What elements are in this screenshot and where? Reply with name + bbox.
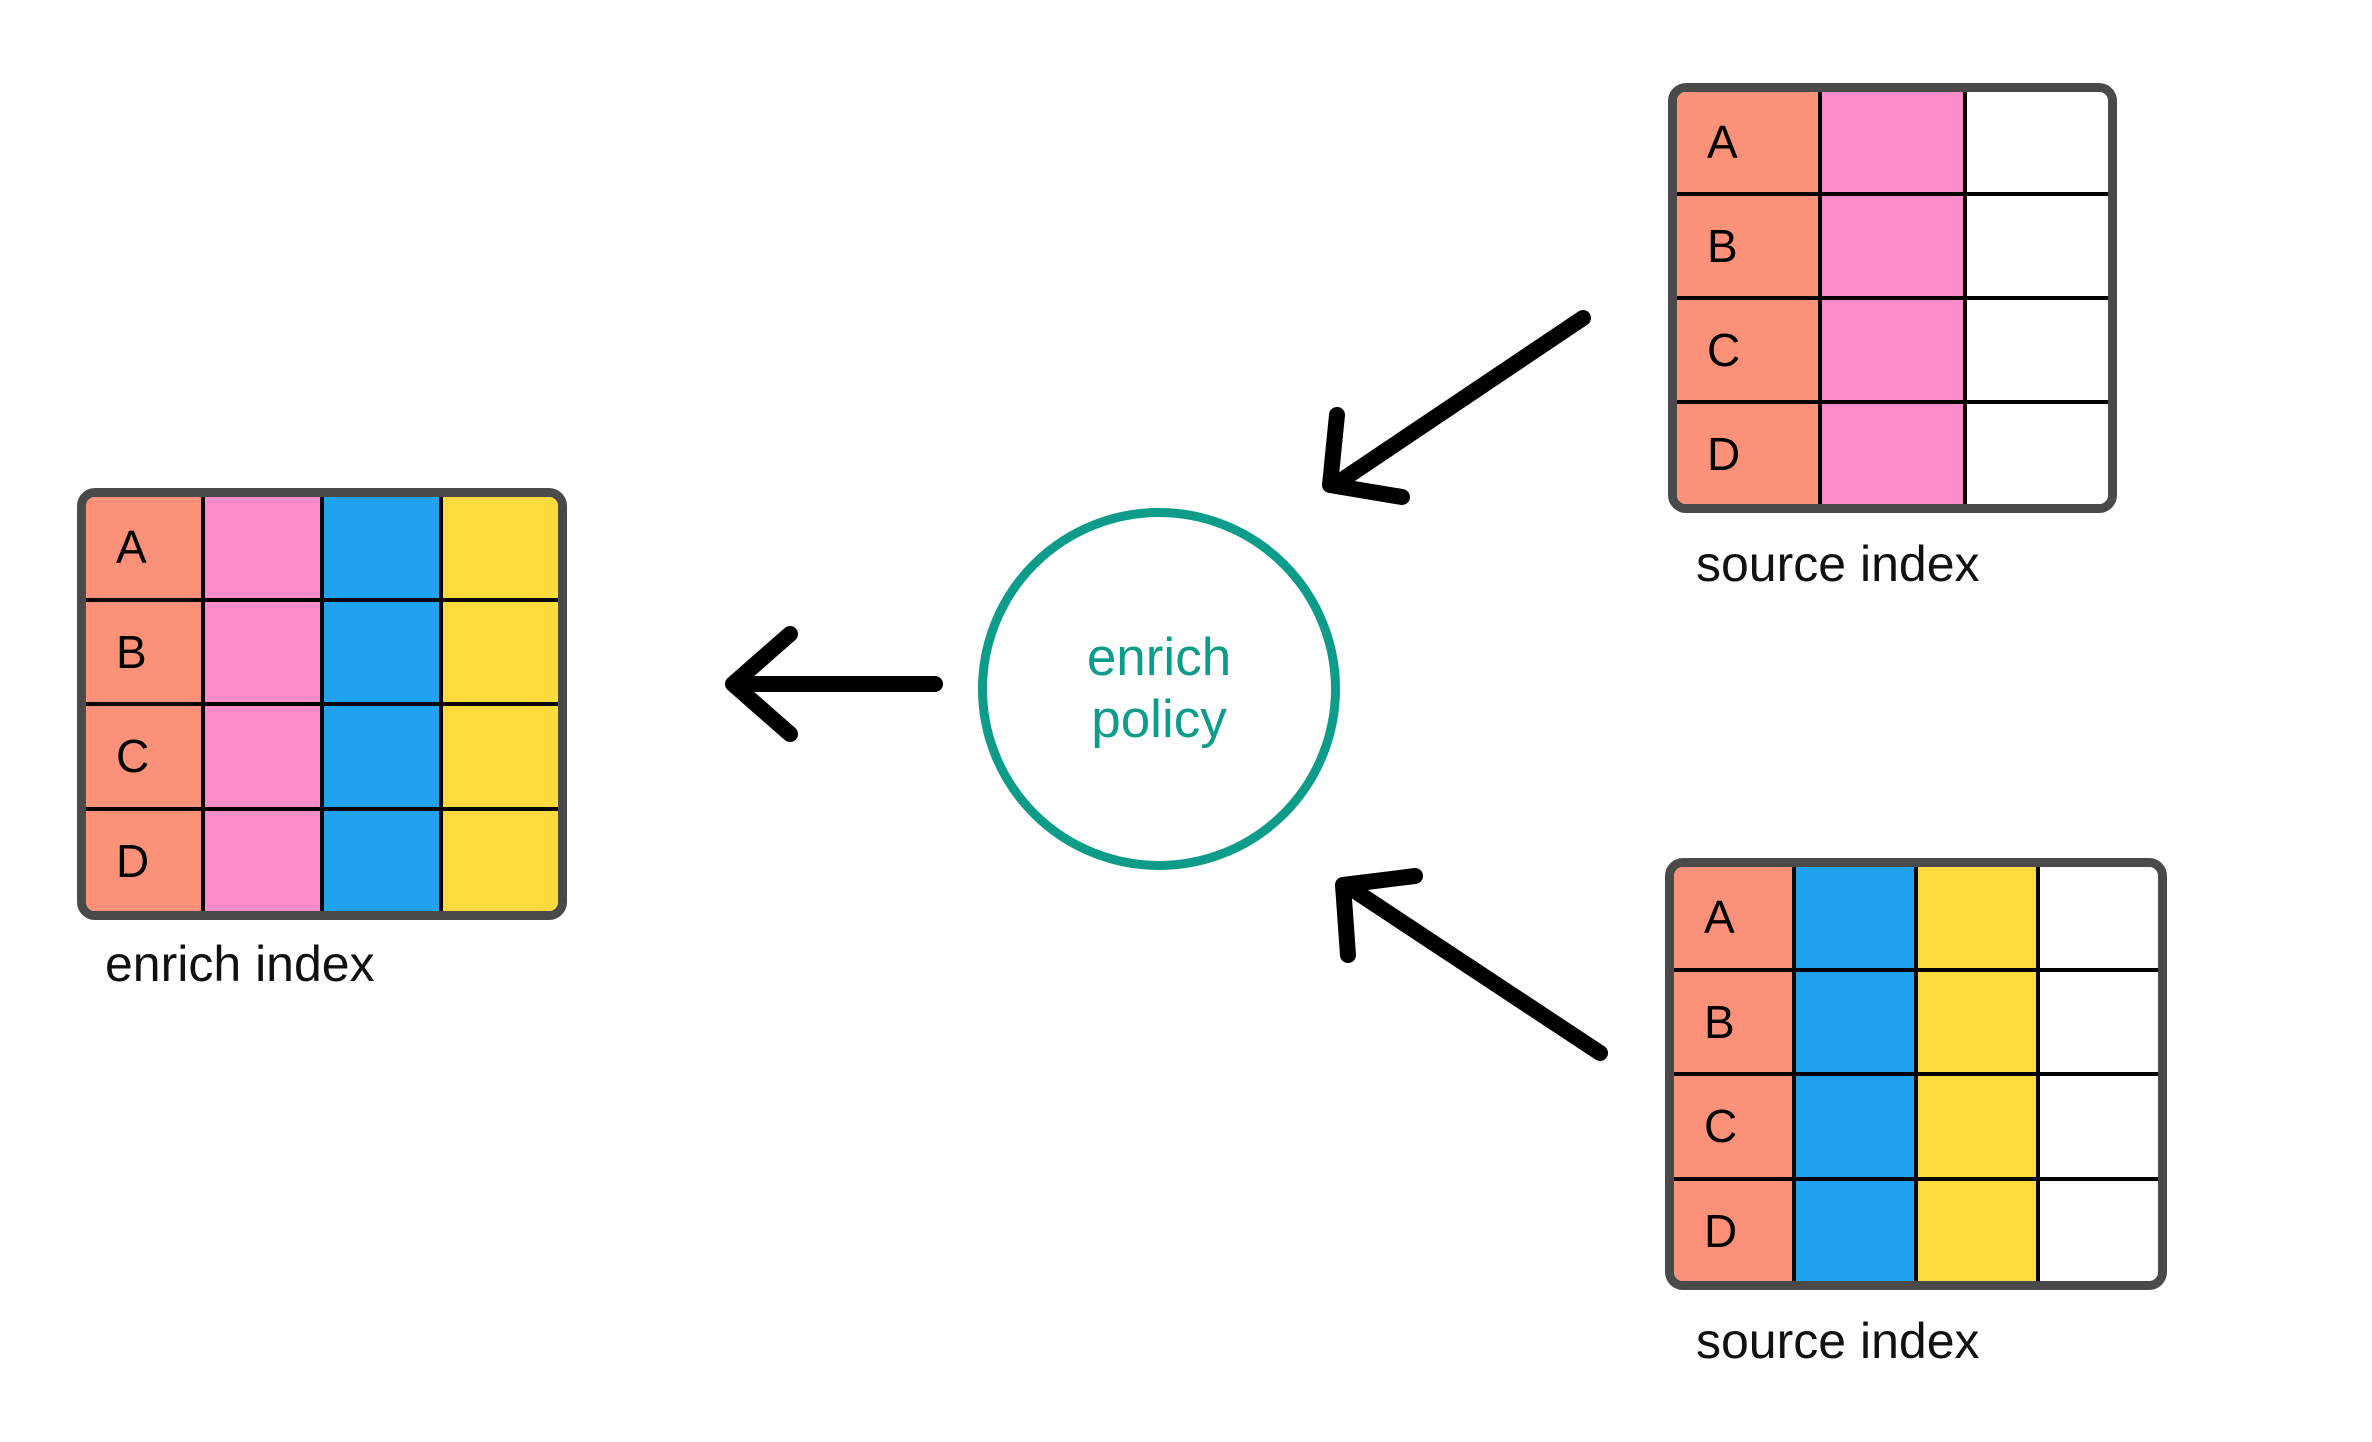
source-bottom-blue-cell (1796, 971, 1918, 1072)
table-row: A (1677, 92, 2108, 196)
table-row: D (1677, 404, 2108, 504)
source-top-key-cell: A (1677, 92, 1822, 192)
key-letter: D (1704, 1204, 1738, 1257)
enrich-blue-cell (324, 497, 443, 598)
enrich-blue-cell (324, 810, 443, 911)
source-bottom-empty-cell (2040, 1180, 2158, 1281)
key-letter: D (116, 834, 150, 887)
table-row: B (1674, 971, 2158, 1076)
source-bottom-yellow-cell (1918, 1076, 2040, 1177)
arrow-bottom-source-to-policy (1335, 868, 1608, 1061)
source-index-bottom-caption: source index (1696, 1313, 1980, 1369)
source-top-pink-cell (1822, 404, 1967, 504)
source-top-empty-cell (1967, 300, 2108, 400)
source-bottom-blue-cell (1796, 1076, 1918, 1177)
source-bottom-key-cell: B (1674, 971, 1796, 1072)
enrich-yellow-cell (443, 601, 558, 702)
source-top-empty-cell (1967, 404, 2108, 504)
source-bottom-empty-cell (2040, 971, 2158, 1072)
source-top-empty-cell (1967, 196, 2108, 296)
policy-label-line1: enrich (1086, 628, 1232, 687)
enrich-key-cell: D (86, 810, 205, 911)
enrich-key-cell: B (86, 601, 205, 702)
table-row: C (86, 706, 558, 811)
enrich-key-cell: C (86, 706, 205, 807)
key-letter: D (1707, 428, 1741, 480)
enrich-policy-node[interactable]: enrich policy (978, 508, 1340, 870)
source-index-top-caption: source index (1696, 536, 1980, 592)
arrow-policy-to-enrich-index (725, 626, 943, 742)
enrich-yellow-cell (443, 706, 558, 807)
table-row: A (1674, 867, 2158, 972)
enrich-pink-cell (205, 497, 324, 598)
table-row: A (86, 497, 558, 602)
enrich-pink-cell (205, 810, 324, 911)
table-row: B (86, 601, 558, 706)
arrow-top-source-to-policy (1322, 310, 1591, 505)
source-bottom-blue-cell (1796, 1180, 1918, 1281)
key-letter: A (116, 521, 147, 574)
source-index-bottom-table: A B C D (1665, 858, 2167, 1290)
source-top-pink-cell (1822, 300, 1967, 400)
key-letter: C (1704, 1100, 1738, 1153)
key-letter: C (1707, 324, 1741, 376)
source-bottom-key-cell: C (1674, 1076, 1796, 1177)
enrich-blue-cell (324, 601, 443, 702)
key-letter: B (1707, 220, 1738, 272)
source-top-key-cell: B (1677, 196, 1822, 296)
source-bottom-key-cell: D (1674, 1180, 1796, 1281)
source-top-empty-cell (1967, 92, 2108, 192)
source-top-key-cell: C (1677, 300, 1822, 400)
source-bottom-yellow-cell (1918, 867, 2040, 968)
enrich-index-table: A B C D (77, 488, 567, 920)
source-top-pink-cell (1822, 196, 1967, 296)
source-top-key-cell: D (1677, 404, 1822, 504)
source-bottom-yellow-cell (1918, 1180, 2040, 1281)
source-bottom-key-cell: A (1674, 867, 1796, 968)
table-row: D (1674, 1180, 2158, 1281)
source-index-top-table: A B C D (1668, 83, 2117, 513)
key-letter: B (1704, 995, 1735, 1048)
enrich-yellow-cell (443, 810, 558, 911)
table-row: C (1674, 1076, 2158, 1181)
enrich-blue-cell (324, 706, 443, 807)
table-row: D (86, 810, 558, 911)
key-letter: B (116, 625, 147, 678)
key-letter: A (1707, 116, 1738, 168)
table-row: C (1677, 300, 2108, 404)
source-bottom-empty-cell (2040, 1076, 2158, 1177)
enrich-key-cell: A (86, 497, 205, 598)
enrich-pink-cell (205, 706, 324, 807)
key-letter: C (116, 730, 150, 783)
source-top-pink-cell (1822, 92, 1967, 192)
policy-label-line2: policy (1091, 690, 1227, 749)
key-letter: A (1704, 891, 1735, 944)
enrich-yellow-cell (443, 497, 558, 598)
source-bottom-blue-cell (1796, 867, 1918, 968)
enrich-pink-cell (205, 601, 324, 702)
enrich-index-caption: enrich index (105, 936, 375, 992)
source-bottom-empty-cell (2040, 867, 2158, 968)
table-row: B (1677, 196, 2108, 300)
source-bottom-yellow-cell (1918, 971, 2040, 1072)
